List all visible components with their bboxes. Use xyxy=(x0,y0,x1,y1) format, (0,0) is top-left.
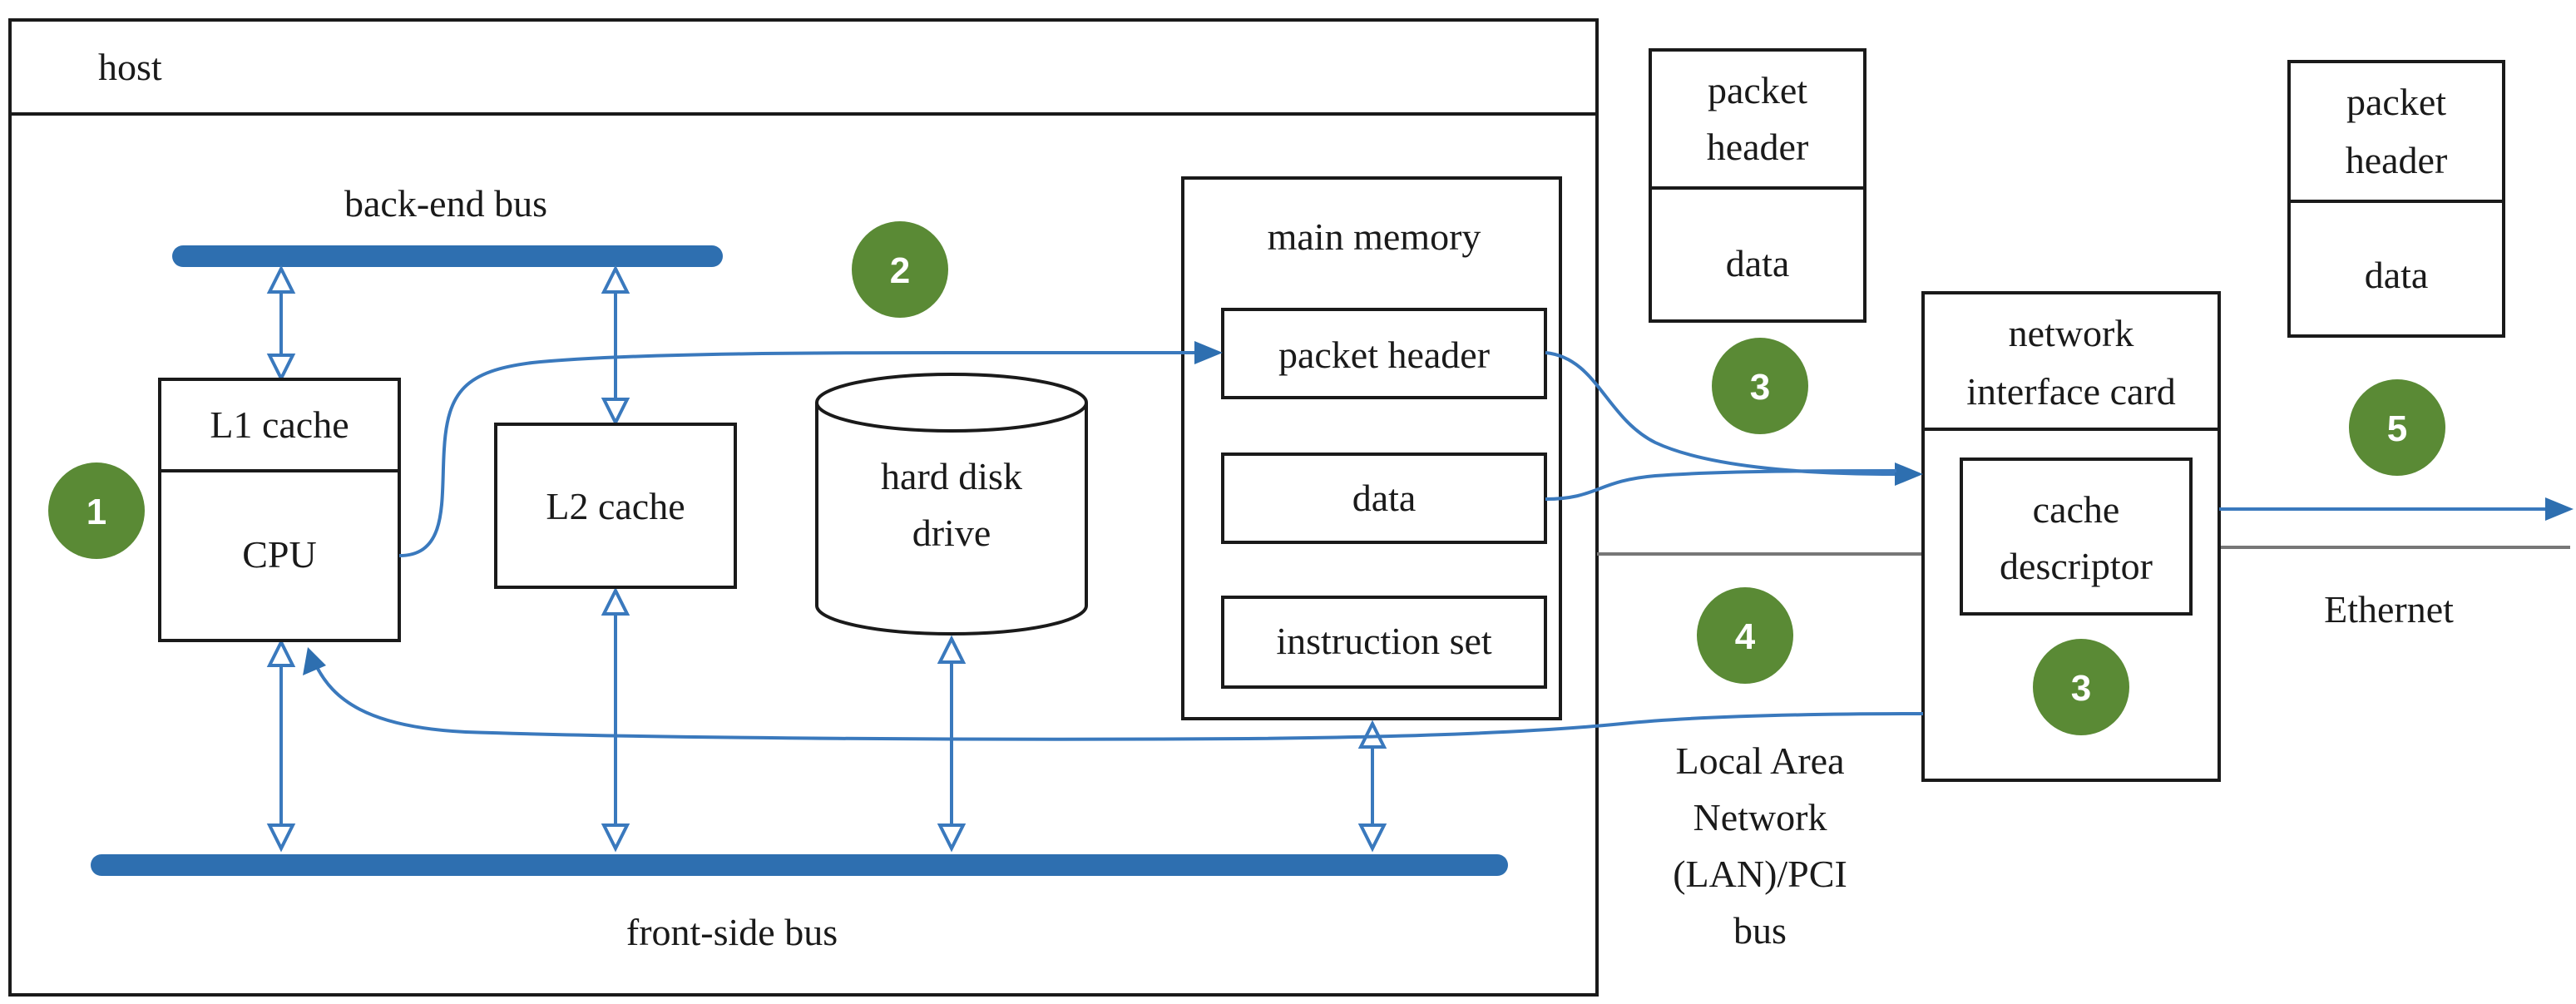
step-badge-1-number: 1 xyxy=(87,492,106,532)
front-side-bus-label: front-side bus xyxy=(626,911,838,953)
back-end-bus-label: back-end bus xyxy=(344,182,547,225)
step-badge-2: 2 xyxy=(852,221,948,318)
memory-data-slot xyxy=(1221,453,1547,544)
l2-backend-connector xyxy=(601,265,630,427)
disk-frontside-connector xyxy=(937,635,967,853)
lan-label-line3: (LAN)/PCI xyxy=(1673,853,1847,895)
nic-to-ethernet-flow xyxy=(2219,497,2574,521)
memory-instruction-set-label: instruction set xyxy=(1276,620,1492,662)
cpu-to-memory-header-flow xyxy=(398,341,1223,557)
cpu-label: CPU xyxy=(242,533,316,576)
lan-label-line1: Local Area xyxy=(1675,739,1844,782)
memory-data-to-nic-flow xyxy=(1545,469,1897,501)
nic-to-cpu-flow xyxy=(303,647,1924,741)
l2-cache-box xyxy=(494,423,737,589)
step-badge-4-number: 4 xyxy=(1735,616,1756,657)
step-badge-5: 5 xyxy=(2349,379,2445,476)
memory-packet-header-slot xyxy=(1221,308,1547,399)
cpu-backend-connector xyxy=(266,265,296,383)
step-badge-4: 4 xyxy=(1697,587,1793,684)
step-badge-3-nic: 3 xyxy=(2033,639,2129,735)
step-badge-5-number: 5 xyxy=(2387,408,2407,449)
lan-label-line2: Network xyxy=(1693,796,1827,838)
cpu-block xyxy=(158,378,401,642)
memory-instruction-set-slot xyxy=(1221,596,1547,689)
step-badge-3-top-number: 3 xyxy=(1750,367,1770,408)
ethernet-label: Ethernet xyxy=(2324,588,2454,631)
step-badge-3-nic-number: 3 xyxy=(2071,668,2091,709)
l1-cache-label: L1 cache xyxy=(210,403,349,446)
main-memory-title: main memory xyxy=(1268,215,1481,258)
packet-left-header-line1: packet xyxy=(1708,69,1807,111)
cpu-frontside-connector xyxy=(266,638,296,853)
cache-descriptor-line2: descriptor xyxy=(2000,545,2153,587)
step-badge-1: 1 xyxy=(48,462,145,559)
packet-left-data: data xyxy=(1726,242,1790,284)
step-badge-2-number: 2 xyxy=(890,250,910,291)
memory-data-label: data xyxy=(1352,477,1417,519)
packet-left xyxy=(1649,48,1866,323)
l2-cache-label: L2 cache xyxy=(546,485,685,527)
host-title: host xyxy=(98,46,162,88)
cache-descriptor-line1: cache xyxy=(2033,488,2120,531)
nic-title-line2: interface card xyxy=(1966,370,2176,413)
nic-title-line1: network xyxy=(2009,312,2134,354)
hard-disk-cylinder xyxy=(815,373,1088,636)
cache-descriptor-box xyxy=(1960,457,2193,616)
hard-disk-label-line1: hard disk xyxy=(881,455,1022,497)
memory-packet-header-label: packet header xyxy=(1278,334,1490,376)
packet-right-header-line2: header xyxy=(2346,139,2448,181)
lan-label-line4: bus xyxy=(1733,909,1787,952)
packet-right xyxy=(2287,60,2505,338)
packet-left-header-line2: header xyxy=(1707,126,1809,168)
step-badge-3-top: 3 xyxy=(1712,338,1808,434)
packet-right-data: data xyxy=(2365,254,2429,296)
hard-disk-label-line2: drive xyxy=(912,512,991,554)
packet-right-header-line1: packet xyxy=(2346,81,2446,123)
l2-frontside-connector xyxy=(601,586,630,853)
